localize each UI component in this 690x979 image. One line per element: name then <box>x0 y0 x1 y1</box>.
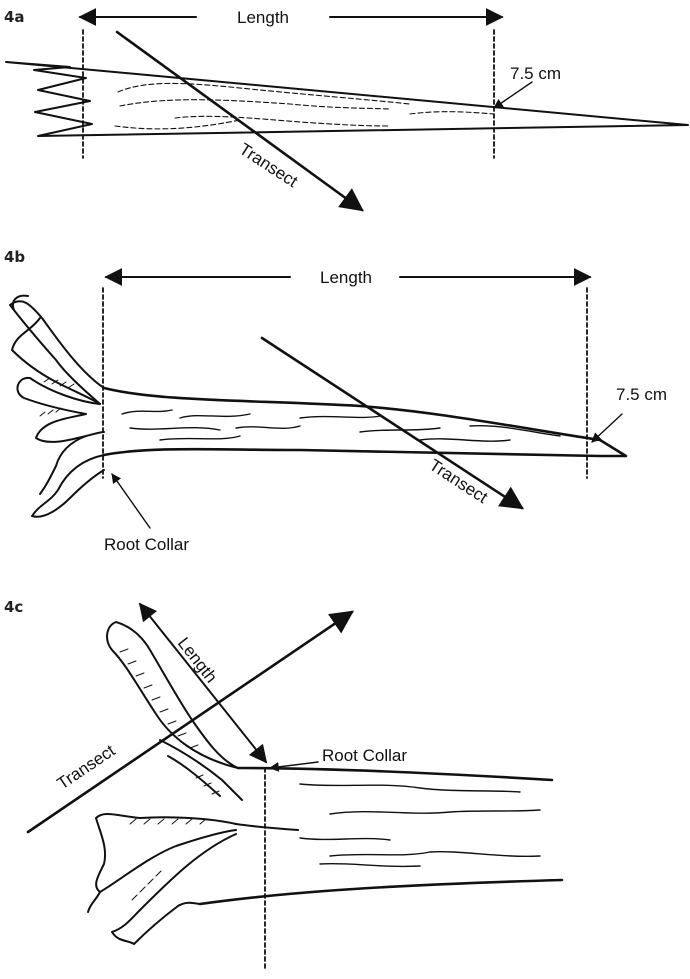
branch-4c-twig-1 <box>160 740 242 800</box>
length-label-4a: Length <box>237 8 289 27</box>
log-bottom-edge-4c <box>200 880 562 904</box>
log-top-edge-4c <box>238 768 552 780</box>
branch-4c-tip <box>88 892 100 912</box>
log-grain-4b-3 <box>130 428 220 430</box>
root-hatch-4b-2 <box>40 408 61 416</box>
log-grain-4b-8 <box>420 439 510 441</box>
log-grain-4a-5 <box>410 112 494 114</box>
transect-label-4c: Transect <box>54 741 119 794</box>
root-collar-pointer-4c <box>270 762 318 768</box>
branch-4c-lower-2 <box>112 834 236 944</box>
panel-4a: 4a Length Transect 7.5 cm <box>4 8 688 210</box>
log-grain-4b-2 <box>180 414 250 418</box>
log-grain-4a-3 <box>175 116 390 126</box>
root-collar-pointer-4b <box>112 474 150 528</box>
log-grain-4a-4 <box>115 120 240 129</box>
length-label-4b: Length <box>320 268 372 287</box>
diameter-pointer-4a <box>494 82 532 108</box>
log-grain-4b-5 <box>160 436 240 440</box>
log-grain-4b-4 <box>236 426 300 428</box>
length-label-4c: Length <box>174 634 221 687</box>
diameter-label-4b: 7.5 cm <box>616 385 667 404</box>
root-4b-4 <box>32 455 104 517</box>
log-grain-4a-2 <box>120 100 390 109</box>
root-collar-label-4b: Root Collar <box>104 535 189 554</box>
panel-label-4a: 4a <box>4 8 25 26</box>
log-grain-4b-1 <box>122 410 172 414</box>
transect-line-4b <box>262 338 522 508</box>
panel-label-4c: 4c <box>4 598 23 616</box>
log-outline-4b <box>104 388 626 456</box>
log-grain-4c-5 <box>320 864 420 867</box>
branch-hatch-4c-4 <box>132 871 161 900</box>
panel-4b: 4b Length Transect 7.5 cm <box>4 248 667 554</box>
transect-label-4a: Transect <box>236 139 302 191</box>
diameter-pointer-4b <box>592 414 622 442</box>
branch-hatch-4c-3 <box>130 819 206 824</box>
panel-4c: 4c Length Transect Root Col <box>4 598 562 968</box>
panel-label-4b: 4b <box>4 248 25 266</box>
branch-4c-twig-2 <box>168 756 220 796</box>
log-grain-4c-2 <box>330 810 540 814</box>
branch-4c-lower-1 <box>96 814 236 892</box>
log-grain-4c-3 <box>300 838 390 840</box>
root-4b-1 <box>10 301 104 404</box>
root-4b-3 <box>17 378 104 442</box>
diameter-label-4a: 7.5 cm <box>510 64 561 83</box>
root-collar-label-4c: Root Collar <box>322 746 407 765</box>
branch-4c-lower-stub <box>236 824 298 830</box>
log-grain-4c-1 <box>300 784 520 792</box>
transect-line-4a <box>117 32 362 210</box>
log-grain-4b-6 <box>300 416 380 418</box>
log-grain-4c-4 <box>330 852 540 857</box>
